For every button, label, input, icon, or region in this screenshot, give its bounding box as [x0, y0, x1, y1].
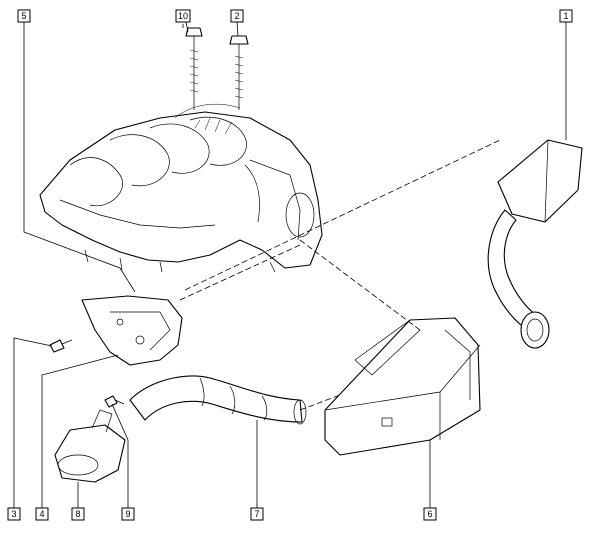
callout-10: 10 — [175, 9, 191, 23]
svg-text:1: 1 — [563, 11, 568, 21]
callout-6: 6 — [423, 507, 437, 521]
screw-part-3 — [49, 339, 73, 353]
svg-text:6: 6 — [427, 509, 432, 519]
callout-7: 7 — [250, 507, 264, 521]
screw-part-9 — [104, 395, 125, 408]
svg-text:7: 7 — [254, 509, 259, 519]
svg-text:8: 8 — [75, 509, 80, 519]
bolt-10 — [185, 27, 203, 110]
hose-part-7 — [129, 375, 307, 425]
bracket-part-4 — [81, 295, 183, 366]
callout-2: 2 — [230, 9, 244, 23]
leader-lines — [13, 21, 567, 508]
callout-3: 3 — [7, 507, 21, 521]
air-filter-box-part-6 — [324, 317, 481, 456]
callout-5: 5 — [17, 9, 31, 23]
callout-1: 1 — [559, 9, 573, 23]
intake-manifold — [39, 103, 323, 273]
callout-8: 8 — [71, 507, 85, 521]
svg-text:4: 4 — [39, 509, 44, 519]
callout-9: 9 — [121, 507, 135, 521]
callout-4: 4 — [35, 507, 49, 521]
sensor-part-8 — [54, 409, 126, 483]
svg-text:9: 9 — [125, 509, 130, 519]
svg-text:5: 5 — [21, 11, 26, 21]
bolt-2 — [229, 35, 249, 110]
alignment-dashes — [179, 139, 501, 411]
air-duct-part-1 — [487, 139, 583, 349]
svg-text:10: 10 — [178, 11, 188, 21]
svg-text:3: 3 — [11, 509, 16, 519]
svg-text:2: 2 — [234, 11, 239, 21]
